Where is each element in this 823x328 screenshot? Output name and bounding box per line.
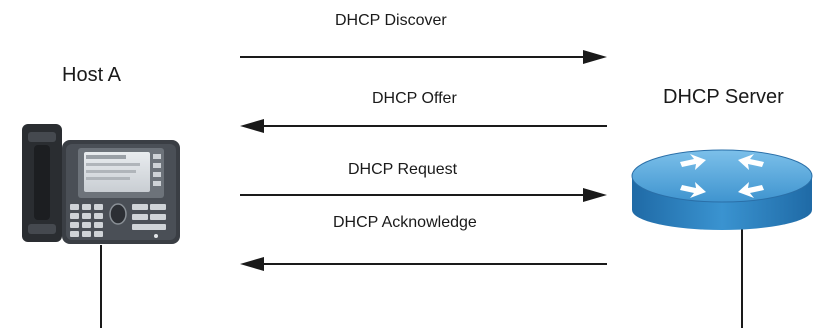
host-label: Host A	[62, 64, 121, 86]
server-label: DHCP Server	[663, 86, 784, 108]
message-label-discover: DHCP Discover	[335, 12, 447, 29]
arrow-offer	[240, 119, 607, 133]
arrow-head	[583, 50, 607, 64]
ip-phone-icon	[22, 124, 180, 244]
arrow-head	[240, 257, 264, 271]
arrow-acknowledge	[240, 257, 607, 271]
message-label-request: DHCP Request	[348, 161, 458, 178]
arrow-head	[240, 119, 264, 133]
router-icon	[631, 149, 813, 230]
arrow-discover	[240, 50, 607, 64]
arrow-request	[240, 188, 607, 202]
message-label-offer: DHCP Offer	[372, 90, 457, 107]
message-label-acknowledge: DHCP Acknowledge	[333, 214, 477, 231]
arrow-head	[583, 188, 607, 202]
message-arrows	[240, 50, 607, 271]
